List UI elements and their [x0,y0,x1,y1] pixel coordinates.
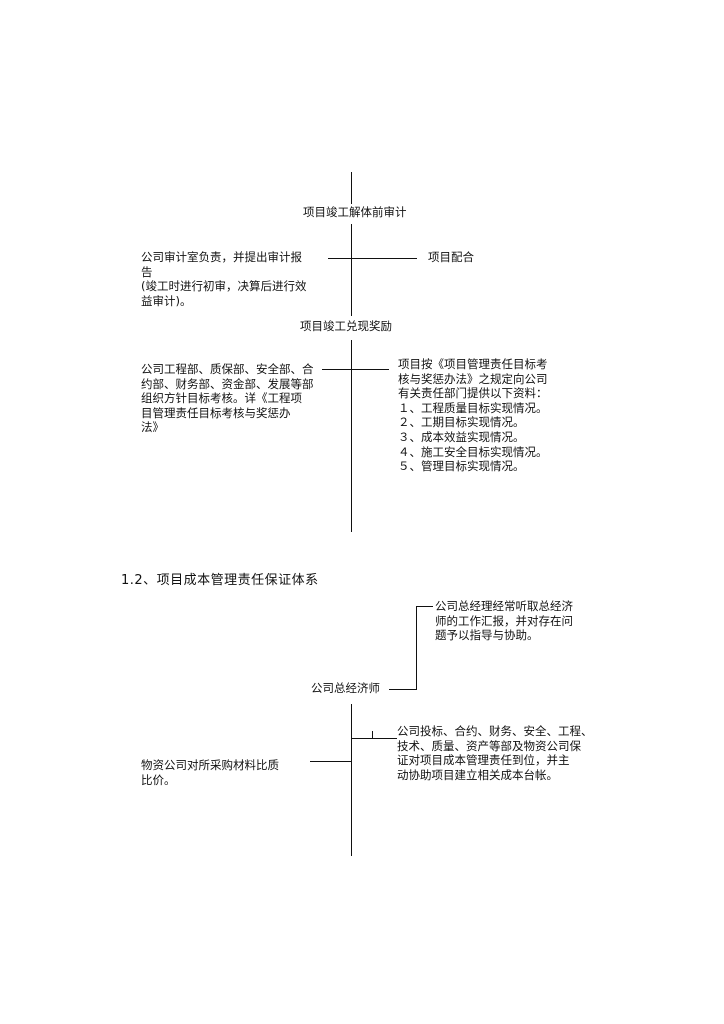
bracket-line-bottom [389,689,417,690]
branch-line-audit-left [328,258,352,259]
bracket-line-vertical [416,606,417,690]
flow-line-mid1 [351,224,352,316]
project-cooperate-text: 项目配合 [428,250,474,264]
title-completion-reward: 项目竣工兑现奖励 [300,319,392,333]
title-completion-audit: 项目竣工解体前审计 [303,205,407,219]
flow-line-top [351,172,352,204]
branch-line-reward-right [351,369,389,370]
branch-line-reward-left [322,369,352,370]
departments-assessment-text: 公司工程部、质保部、安全部、合 约部、财务部、资金部、发展等部 组织方针目标考核… [141,362,314,435]
gm-report-text: 公司总经理经常听取总经济 师的工作汇报，并对存在问 题予以指导与协助。 [435,599,573,643]
departments-guarantee-text: 公司投标、合约、财务、安全、工程、 技术、质量、资产等部及物资公司保 证对项目成… [397,724,593,782]
project-materials-list: 项目按《项目管理责任目标考 核与奖惩办法》之规定向公司 有关责任部门提供以下资料… [398,357,548,474]
flow-line-mid2 [351,340,352,532]
title-chief-economist: 公司总经济师 [311,681,380,695]
materials-comparison-text: 物资公司对所采购材料比质 比价。 [141,758,279,787]
branch-line-audit-right [351,258,417,259]
branch-line-departments-right [351,738,397,739]
branch-tick-right [372,731,373,739]
audit-responsibility-text: 公司审计室负责，并提出审计报 告 (竣工时进行初审，决算后进行效 益审计)。 [141,250,307,308]
section-heading: 1.2、项目成本管理责任保证体系 [121,573,319,588]
branch-line-materials-left [310,761,352,762]
bracket-line-top [416,606,433,607]
flow-line-bottom [351,704,352,856]
